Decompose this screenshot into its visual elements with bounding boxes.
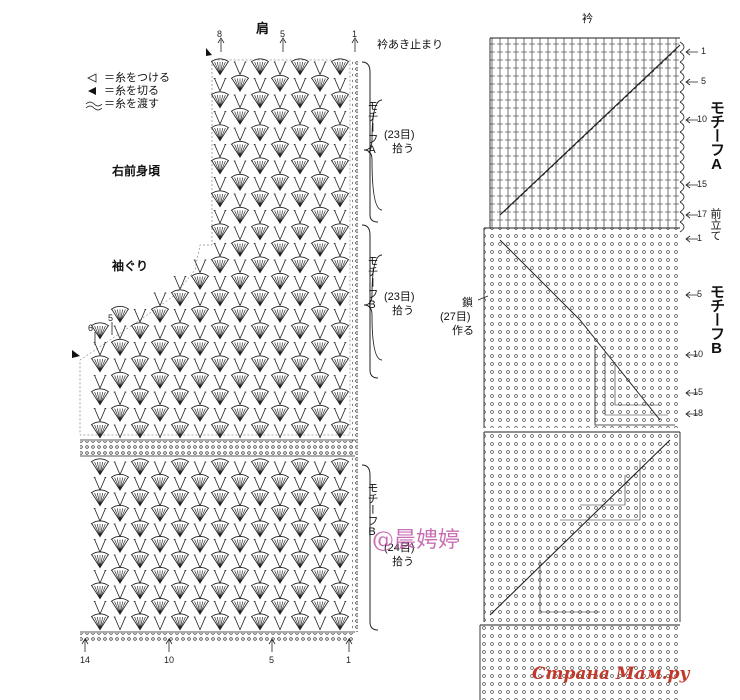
bottom-number-14: 14 bbox=[80, 655, 91, 665]
front-band-label: 前立て bbox=[709, 208, 721, 241]
watermark-text: @晨娉婷 bbox=[372, 528, 461, 553]
chain-note-line1: 鎖 bbox=[462, 297, 473, 309]
right-row-1: 1 bbox=[701, 46, 707, 56]
left-motif-b-name: モチーフB bbox=[366, 255, 378, 311]
collar-stop-label: 衿あき止まり bbox=[377, 39, 443, 51]
right-row-15: 15 bbox=[697, 179, 708, 189]
right-row-15b: 15 bbox=[693, 387, 704, 397]
left-motif-b2-action: 拾う bbox=[392, 556, 414, 568]
left-motif-b-action: 拾う bbox=[392, 305, 414, 317]
right-row-18: 18 bbox=[693, 408, 704, 418]
bottom-number-1: 1 bbox=[346, 655, 352, 665]
top-number-5: 5 bbox=[280, 29, 286, 39]
side-number-6: 6 bbox=[88, 323, 94, 333]
armhole-label: 袖ぐり bbox=[112, 259, 149, 273]
left-motif-a-count: (23目) bbox=[384, 129, 415, 141]
left-motif-b-count: (23目) bbox=[384, 291, 415, 303]
bottom-number-10: 10 bbox=[164, 655, 175, 665]
right-row-5b: 5 bbox=[697, 289, 703, 299]
right-row-5: 5 bbox=[701, 76, 707, 86]
left-motif-a-action: 拾う bbox=[392, 143, 414, 155]
side-number-5: 5 bbox=[108, 313, 114, 323]
legend-carry-yarn: ＝糸を渡す bbox=[104, 98, 159, 110]
right-motif-a-name: モチーフA bbox=[708, 100, 725, 172]
top-number-1: 1 bbox=[352, 29, 358, 39]
right-front-label: 右前身頃 bbox=[112, 164, 161, 178]
right-row-17: 17 bbox=[697, 209, 708, 219]
legend-attach-yarn: ＝糸をつける bbox=[104, 72, 170, 84]
brand-logo-text: Страна Мам.ру bbox=[532, 664, 690, 684]
shoulder-label: 肩 bbox=[256, 21, 270, 36]
stitch-pattern bbox=[90, 58, 350, 631]
bottom-number-5: 5 bbox=[269, 655, 275, 665]
left-motif-b2-name: モチーフB bbox=[366, 482, 378, 538]
left-motif-b2-count: (24目) bbox=[384, 542, 415, 554]
right-motif-b-name: モチーフB bbox=[708, 284, 725, 356]
legend-cut-yarn: ＝糸を切る bbox=[104, 85, 159, 97]
right-row-10: 10 bbox=[697, 114, 708, 124]
right-row-10b: 10 bbox=[693, 349, 704, 359]
collar-label: 衿 bbox=[582, 13, 593, 25]
left-motif-a-name: モチーフA bbox=[366, 100, 378, 156]
top-number-8: 8 bbox=[217, 29, 223, 39]
chain-note-line3: 作る bbox=[452, 325, 474, 337]
chain-note-line2: (27目) bbox=[440, 311, 471, 323]
right-row-1b: 1 bbox=[697, 233, 703, 243]
